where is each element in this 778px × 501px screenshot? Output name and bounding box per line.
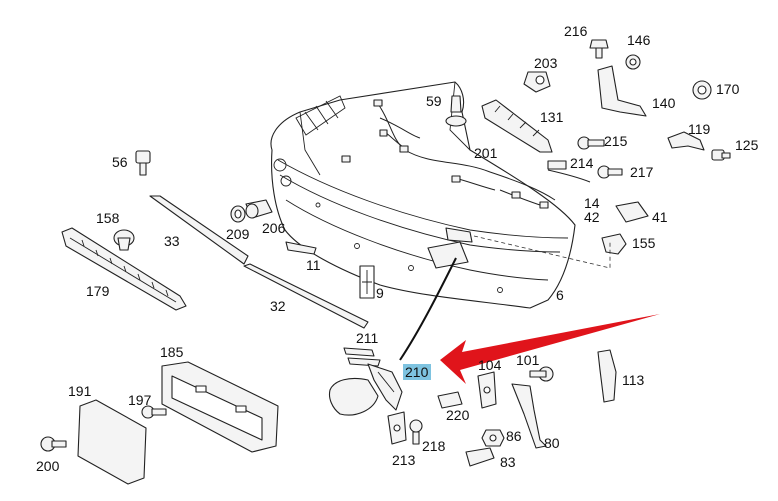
label-6: 6 bbox=[556, 287, 564, 303]
label-197: 197 bbox=[128, 392, 152, 408]
label-200: 200 bbox=[36, 458, 60, 474]
label-42: 42 bbox=[584, 209, 600, 225]
screw-197 bbox=[141, 405, 167, 419]
label-41: 41 bbox=[652, 209, 668, 225]
red-highlight-arrow bbox=[440, 314, 660, 384]
foam-absorber bbox=[481, 99, 553, 153]
label-9: 9 bbox=[376, 285, 384, 301]
label-185: 185 bbox=[160, 344, 184, 360]
label-218: 218 bbox=[422, 438, 446, 454]
sensor-206 bbox=[245, 199, 273, 219]
label-113: 113 bbox=[622, 372, 645, 388]
trim-strip-32 bbox=[243, 263, 369, 329]
emblem-9 bbox=[359, 265, 375, 299]
label-215: 215 bbox=[604, 133, 628, 149]
label-220: 220 bbox=[446, 407, 470, 423]
clip-11 bbox=[285, 241, 317, 255]
label-170: 170 bbox=[716, 81, 740, 97]
license-bracket-185 bbox=[161, 361, 279, 453]
label-217: 217 bbox=[630, 164, 654, 180]
label-214: 214 bbox=[570, 155, 594, 171]
label-158: 158 bbox=[96, 210, 120, 226]
label-203: 203 bbox=[534, 55, 558, 71]
label-104: 104 bbox=[478, 357, 502, 373]
nut-86 bbox=[481, 429, 505, 447]
grommet-209 bbox=[230, 205, 246, 223]
label-179: 179 bbox=[86, 283, 110, 299]
label-155: 155 bbox=[632, 235, 656, 251]
label-101: 101 bbox=[516, 352, 540, 368]
leader-line-210 bbox=[399, 257, 457, 361]
label-86: 86 bbox=[506, 428, 522, 444]
bracket-113 bbox=[597, 349, 617, 403]
label-210: 210 bbox=[405, 364, 429, 380]
bracket-80 bbox=[511, 383, 547, 449]
bracket-119 bbox=[667, 131, 705, 151]
clip-158 bbox=[113, 229, 135, 251]
wiring-harness bbox=[341, 99, 591, 209]
trim-strip-33 bbox=[149, 195, 249, 265]
screw-218 bbox=[409, 419, 423, 445]
bumper-cover bbox=[270, 81, 576, 309]
connector-214 bbox=[547, 160, 567, 170]
nut-146 bbox=[625, 54, 641, 70]
bolt-56 bbox=[135, 150, 151, 176]
label-56: 56 bbox=[112, 154, 128, 170]
label-191: 191 bbox=[68, 383, 92, 399]
screw-200 bbox=[40, 436, 67, 452]
label-119: 119 bbox=[688, 121, 711, 137]
bracket-41 bbox=[615, 201, 649, 223]
label-59: 59 bbox=[426, 93, 442, 109]
bracket-211 bbox=[343, 347, 381, 367]
bolt-125 bbox=[711, 149, 731, 161]
cover-155 bbox=[601, 233, 627, 255]
grille-179 bbox=[61, 227, 187, 311]
label-216: 216 bbox=[564, 23, 588, 39]
clip-83 bbox=[465, 447, 495, 467]
label-209: 209 bbox=[226, 226, 250, 242]
bracket-140 bbox=[597, 65, 647, 117]
screw-215 bbox=[577, 136, 605, 150]
label-32: 32 bbox=[270, 298, 286, 314]
clip-220 bbox=[437, 391, 463, 409]
label-131: 131 bbox=[540, 109, 564, 125]
license-plate-191 bbox=[77, 399, 147, 485]
label-14: 14 bbox=[584, 195, 600, 211]
screw-216 bbox=[589, 39, 609, 59]
sensor-203 bbox=[523, 71, 551, 93]
label-33: 33 bbox=[164, 233, 180, 249]
highlight-box-210 bbox=[403, 364, 431, 380]
label-140: 140 bbox=[652, 95, 676, 111]
clip-59 bbox=[445, 95, 467, 127]
part-labels: 216 146 203 59 140 170 131 119 215 125 2… bbox=[36, 23, 759, 474]
label-206: 206 bbox=[262, 220, 286, 236]
label-211: 211 bbox=[356, 330, 379, 346]
tow-hook-cover-210 bbox=[328, 363, 403, 416]
label-146: 146 bbox=[627, 32, 651, 48]
label-213: 213 bbox=[392, 452, 416, 468]
bolt-101 bbox=[529, 366, 554, 382]
mount-170 bbox=[692, 80, 712, 100]
screw-217 bbox=[597, 165, 623, 179]
label-201: 201 bbox=[474, 145, 498, 161]
label-83: 83 bbox=[500, 454, 516, 470]
label-125: 125 bbox=[735, 137, 759, 153]
label-80: 80 bbox=[544, 435, 560, 451]
label-11: 11 bbox=[306, 257, 321, 273]
